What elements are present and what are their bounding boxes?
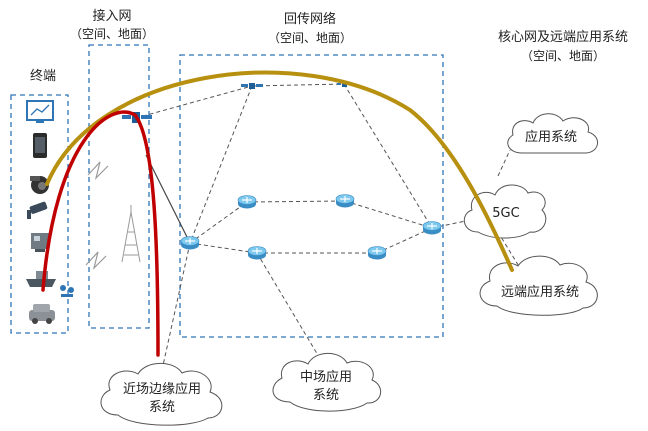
router-icon — [237, 194, 257, 210]
backhaul-links — [135, 83, 521, 371]
mid-app-label-line2: 系统 — [313, 388, 339, 403]
camera-icon — [30, 176, 49, 194]
core-subtitle: （空间、地面） — [521, 49, 605, 63]
backhaul-subtitle: （空间、地面） — [268, 31, 352, 45]
ship-icon — [26, 271, 56, 287]
monitor-icon — [26, 100, 54, 123]
link-icon — [60, 285, 74, 297]
core-title: 核心网及远端应用系统 — [498, 29, 628, 45]
cloud-near-edge-app: 近场边缘应用 系统 — [100, 362, 223, 426]
phone-icon — [33, 133, 47, 158]
access-network-box — [88, 44, 150, 329]
terminal-box — [10, 94, 69, 334]
car-icon — [29, 304, 55, 324]
router-icon — [180, 235, 200, 251]
app-system-label: 应用系统 — [525, 129, 577, 145]
radio-tower-icon — [121, 205, 141, 263]
robot-icon — [31, 233, 49, 252]
satellite-icon — [241, 83, 263, 89]
cloud-app-system: 应用系统 — [507, 113, 598, 154]
backhaul-title: 回传网络 — [284, 11, 336, 27]
surveillance-camera-icon — [27, 201, 48, 219]
near-edge-label-line2: 系统 — [149, 400, 175, 415]
router-icon — [335, 193, 355, 209]
terminal-title: 终端 — [30, 68, 56, 84]
5gc-label: 5GC — [492, 206, 519, 221]
red-arc — [41, 110, 160, 357]
cloud-mid-app: 中场应用 系统 — [272, 352, 382, 412]
near-edge-label-line1: 近场边缘应用 — [123, 381, 201, 397]
access-title: 接入网 — [92, 8, 131, 24]
gold-arc — [45, 70, 514, 272]
cloud-remote-app: 远端应用系统 — [479, 255, 598, 316]
backhaul-network-box — [179, 54, 444, 338]
router-icon — [247, 245, 267, 261]
router-icon — [422, 220, 442, 236]
access-backhaul-link — [145, 154, 191, 244]
antenna-icon — [85, 161, 109, 270]
router-icon — [367, 245, 387, 261]
cloud-5gc: 5GC — [463, 184, 547, 239]
remote-app-label: 远端应用系统 — [501, 284, 579, 300]
mid-app-label-line1: 中场应用 — [300, 369, 352, 385]
access-subtitle: （空间、地面） — [70, 27, 154, 41]
